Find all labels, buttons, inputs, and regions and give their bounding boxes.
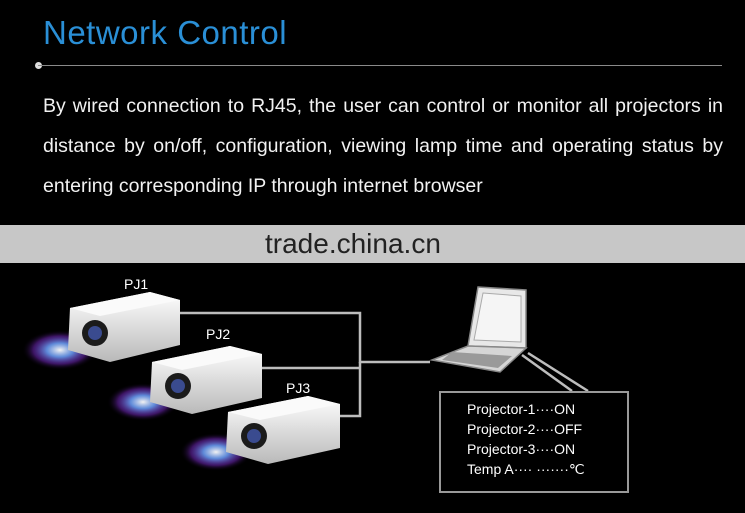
status-line-temp: Temp A···· ·······℃ xyxy=(467,461,585,477)
projector-2-icon xyxy=(107,346,262,421)
pj1-label: PJ1 xyxy=(124,276,149,292)
line-pj3 xyxy=(340,362,362,418)
status-line-projector-1: Projector-1····ON xyxy=(467,401,576,417)
projector-1-icon xyxy=(22,292,180,370)
description-text: By wired connection to RJ45, the user ca… xyxy=(43,95,723,197)
line-pj1 xyxy=(178,311,430,364)
line-laptop-status xyxy=(521,353,573,393)
page-title: Network Control xyxy=(43,14,288,51)
watermark-text: trade.china.cn xyxy=(265,228,441,259)
status-line-projector-2: Projector-2····OFF xyxy=(467,421,583,437)
watermark-band xyxy=(0,225,745,263)
status-line-projector-3: Projector-3····ON xyxy=(467,441,576,457)
laptop-icon xyxy=(429,286,528,373)
connection-lines xyxy=(178,311,589,418)
pj3-label: PJ3 xyxy=(286,380,311,396)
line-laptop-status-2 xyxy=(527,351,589,393)
projector-3-icon xyxy=(180,396,340,471)
pj2-label: PJ2 xyxy=(206,326,231,342)
status-panel: Projector-1····ON Projector-2····OFF Pro… xyxy=(439,391,629,493)
title-rule xyxy=(38,65,722,66)
